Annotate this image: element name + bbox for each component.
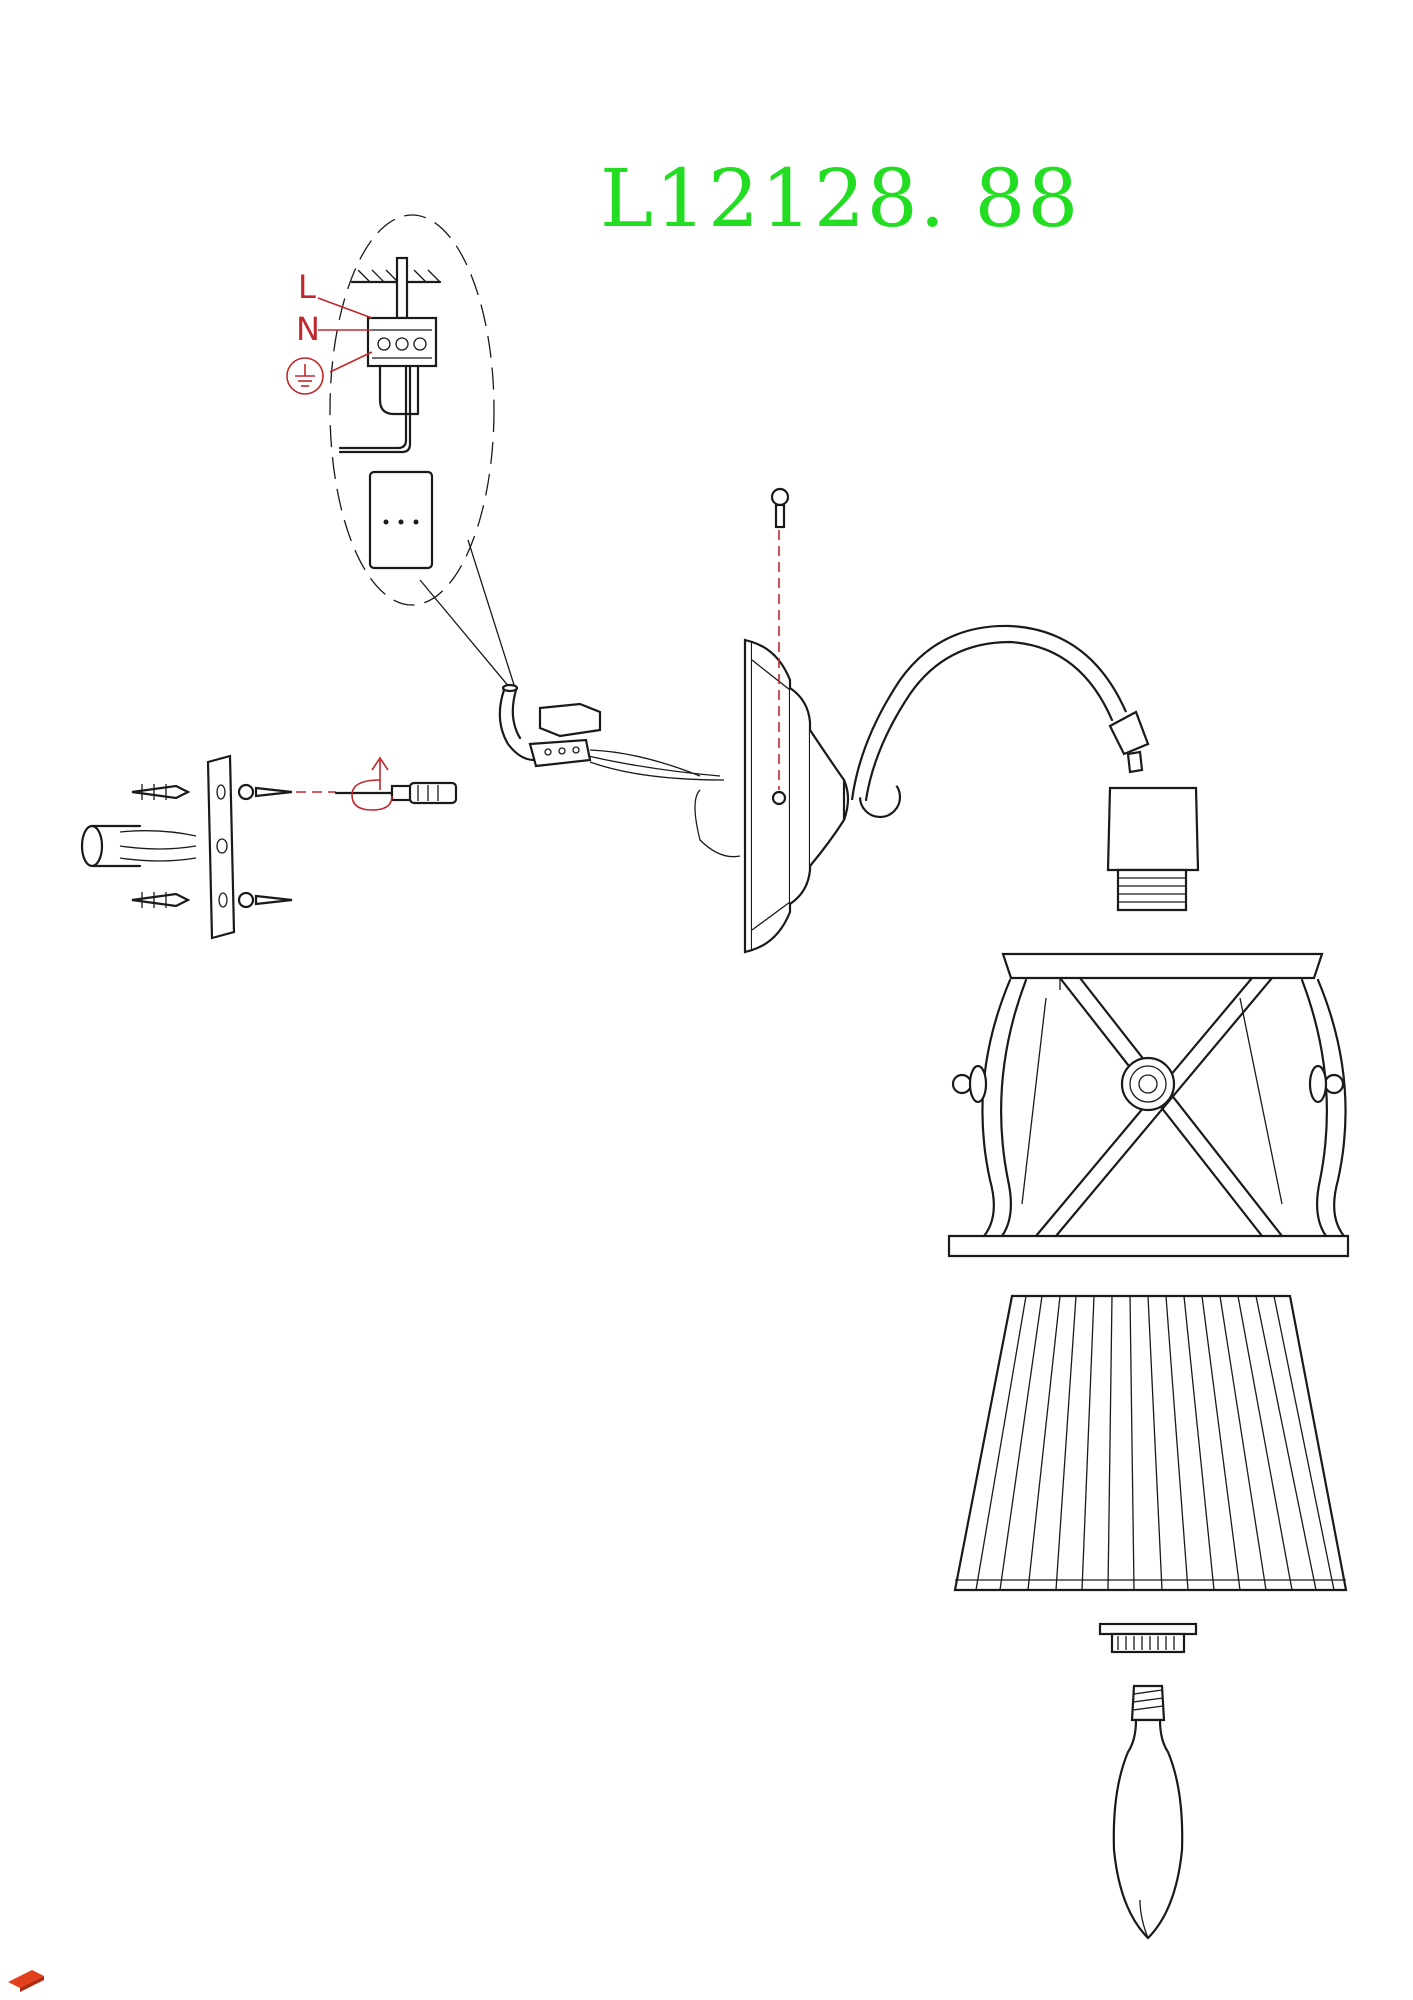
pleated-shade <box>953 1294 1348 1592</box>
wall-conduit <box>80 824 197 868</box>
wall-anchor-bottom <box>131 892 191 908</box>
wiring-detail: L N <box>286 214 516 689</box>
lamp-arm <box>850 624 1150 819</box>
earth-ground-icon <box>286 357 324 395</box>
terminal-connector <box>538 702 602 738</box>
internal-wires <box>378 364 420 416</box>
terminal-block <box>366 316 438 368</box>
wall-canopy <box>743 638 850 954</box>
shade-ring <box>1098 1622 1198 1654</box>
model-number-title: L12128. 88 <box>600 152 1081 245</box>
screw-top <box>237 783 293 801</box>
brand-logo-icon <box>8 1970 44 1992</box>
mounting-bracket-assembly <box>80 754 458 940</box>
wall-anchor-top <box>131 784 191 800</box>
junction-box <box>368 470 434 570</box>
mounting-bar <box>206 754 236 940</box>
candle-bulb <box>1112 1684 1184 1940</box>
side-knob-left <box>951 1064 988 1104</box>
screwdriver-icon <box>334 781 458 805</box>
connector-and-wires <box>498 683 741 858</box>
bulb-socket <box>1106 786 1200 912</box>
neutral-label: N <box>296 310 320 348</box>
detail-callout-ellipse <box>329 214 495 606</box>
rotate-arrow-icon <box>351 756 393 811</box>
side-knob-right <box>1308 1064 1345 1104</box>
live-label: L <box>298 268 316 306</box>
top-finial <box>770 487 790 806</box>
center-rosette <box>1120 1056 1176 1112</box>
supply-cable <box>395 256 409 320</box>
screw-bottom <box>237 891 293 909</box>
decorative-cage <box>947 952 1350 1258</box>
